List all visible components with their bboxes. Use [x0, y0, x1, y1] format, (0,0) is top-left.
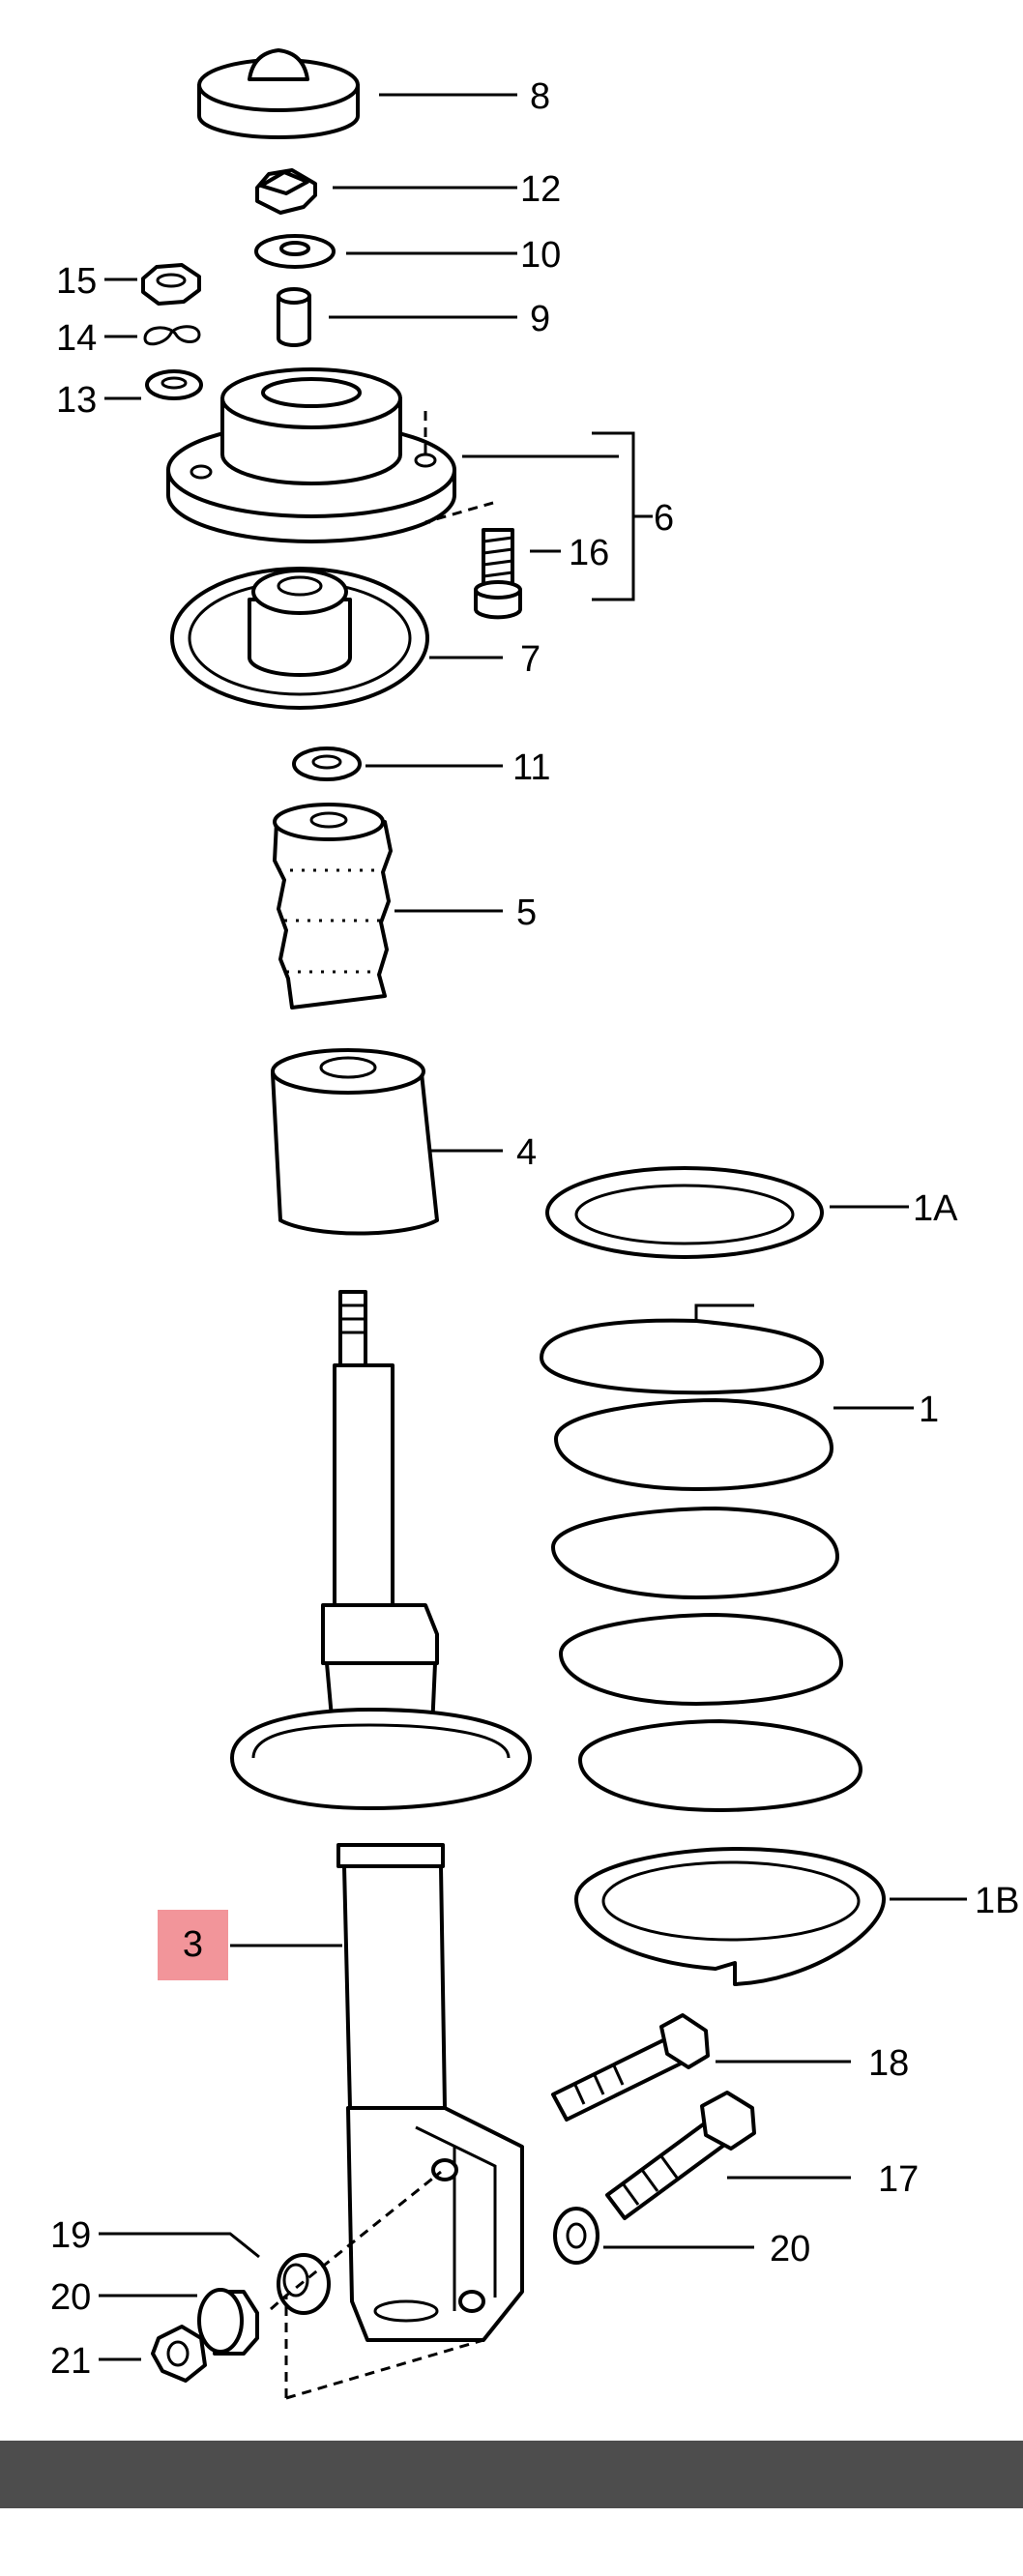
- highlighted-part-label: 3: [182, 1924, 204, 1965]
- part-1B-spring-pad: [574, 1847, 886, 1986]
- part-1A-spring-pad: [545, 1166, 824, 1259]
- label-10: 10: [520, 235, 561, 276]
- part-8-cap: [197, 48, 360, 139]
- mount-dash-guide: [424, 411, 494, 524]
- label-16: 16: [569, 533, 609, 573]
- part-5-bump-stop: [273, 803, 393, 1010]
- label-19: 19: [50, 2215, 91, 2256]
- label-8: 8: [530, 76, 550, 117]
- label-12: 12: [520, 169, 561, 210]
- part-6-strut-mount: [166, 367, 456, 543]
- footer-bar: VAG - 171412031J N - 3: [0, 2441, 1023, 2563]
- part-11-washer: [292, 746, 362, 781]
- part-21-nut: [151, 2325, 207, 2383]
- leader-19: [99, 2232, 260, 2259]
- label-5: 5: [516, 893, 537, 933]
- part-7-upper-seat: [170, 567, 429, 710]
- label-17: 17: [878, 2159, 919, 2200]
- label-20-right: 20: [770, 2229, 810, 2269]
- label-7: 7: [520, 639, 541, 680]
- part-18-bolt: [551, 2013, 710, 2122]
- label-6: 6: [654, 498, 674, 539]
- label-21: 21: [50, 2341, 91, 2382]
- part-4-dust-cover: [271, 1048, 439, 1236]
- shock-absorber-exploded-diagram: 8 12 10 9 15 14 13 6 16 7 11 5 4 1A 1 1B…: [50, 48, 1019, 2400]
- part-14-clip: [143, 325, 201, 346]
- label-4: 4: [516, 1132, 537, 1173]
- part-3-shock-absorber: [230, 1290, 532, 2342]
- label-18: 18: [868, 2043, 909, 2084]
- part-19-bushing: [277, 2253, 331, 2315]
- part-1-coil-spring: [540, 1303, 862, 1812]
- label-13: 13: [56, 380, 97, 421]
- label-11: 11: [512, 747, 550, 788]
- label-14: 14: [56, 318, 97, 359]
- part-10-washer: [254, 234, 336, 269]
- highlighted-part-marker[interactable]: 3: [158, 1910, 228, 1980]
- leader-6: [462, 431, 653, 601]
- label-20-left: 20: [50, 2277, 91, 2318]
- part-9-sleeve: [277, 287, 311, 347]
- part-15-nut: [141, 263, 201, 306]
- part-20-washer-right: [553, 2207, 599, 2265]
- label-9: 9: [530, 299, 550, 339]
- label-1: 1: [919, 1390, 939, 1430]
- alignment-dash-guide: [270, 2170, 484, 2400]
- part-17-bolt: [605, 2091, 756, 2220]
- part-20-washer-left: [197, 2288, 259, 2356]
- label-15: 15: [56, 261, 97, 302]
- footer-part-number: VAG - 171412031J N - 3: [290, 2521, 754, 2563]
- label-1B: 1B: [975, 1881, 1019, 1921]
- part-12-nut: [255, 168, 317, 215]
- part-13-washer: [145, 369, 203, 400]
- part-16-bolt: [474, 528, 522, 620]
- label-1A: 1A: [913, 1188, 958, 1229]
